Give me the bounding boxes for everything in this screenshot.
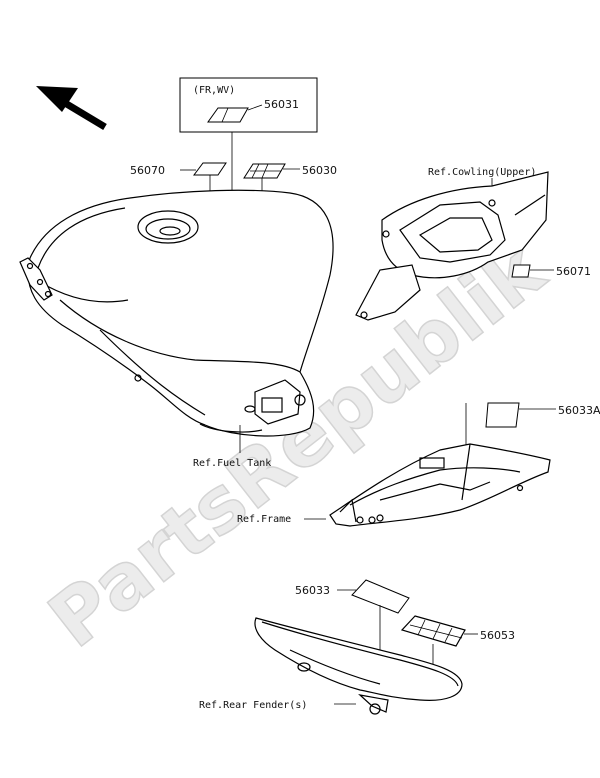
part-56070[interactable]: 56070 <box>130 164 165 177</box>
frame-drawing <box>329 443 551 527</box>
part-56031[interactable]: 56031 <box>264 98 299 111</box>
ref-rear-fender[interactable]: Ref.Rear Fender(s) <box>199 700 307 711</box>
part-56033[interactable]: 56033 <box>295 584 330 597</box>
fuel-tank-drawing <box>19 189 334 437</box>
label-56033ab-icon <box>465 402 556 470</box>
region-label: (FR,WV) <box>193 85 235 96</box>
part-56053[interactable]: 56053 <box>480 629 515 642</box>
label-56031-icon <box>207 104 263 123</box>
cowling-drawing <box>355 171 549 321</box>
ref-frame[interactable]: Ref.Frame <box>237 514 291 525</box>
label-56053-icon <box>400 615 478 678</box>
region-box: (FR,WV) <box>179 77 318 133</box>
rear-fender-drawing <box>254 617 463 715</box>
ref-fuel-tank[interactable]: Ref.Fuel Tank <box>193 458 271 469</box>
label-56071-icon <box>511 264 554 278</box>
ref-cowling-upper[interactable]: Ref.Cowling(Upper) <box>428 167 536 178</box>
part-56030[interactable]: 56030 <box>302 164 337 177</box>
part-56033ab[interactable]: 56033A/B <box>558 404 600 417</box>
part-56071[interactable]: 56071 <box>556 265 591 278</box>
direction-arrow-icon <box>36 86 107 131</box>
